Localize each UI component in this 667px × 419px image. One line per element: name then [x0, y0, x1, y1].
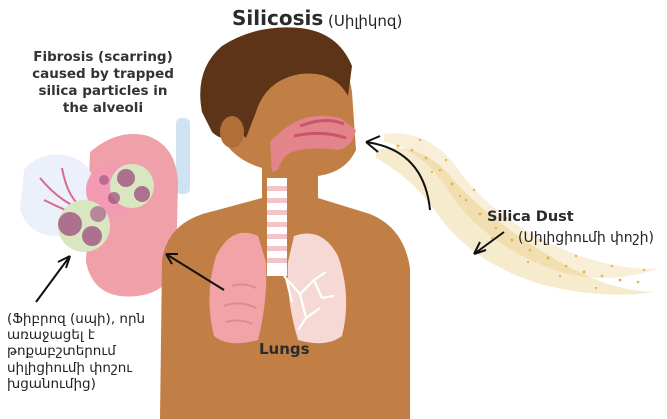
diagram-title-translation: (Սիլիկոզ)	[328, 12, 402, 31]
fibrosis-label: Fibrosis (scarring) caused by trapped si…	[24, 49, 182, 117]
diagram-title: Silicosis	[232, 6, 323, 31]
silica-dust-label: Silica Dust	[487, 208, 574, 226]
alveoli-arrow-icon	[36, 256, 70, 302]
silica-dust-translation: (Սիլիցիումի փոշի)	[518, 230, 654, 248]
ear-icon	[220, 116, 244, 148]
lungs-label: Lungs	[259, 340, 310, 359]
fibrosis-translation: (Ֆիբրոզ (սպի), որն առաջացել է թոքաբշտերո…	[7, 311, 177, 392]
human-figure	[160, 27, 410, 419]
trachea-segment-icon	[176, 118, 190, 194]
